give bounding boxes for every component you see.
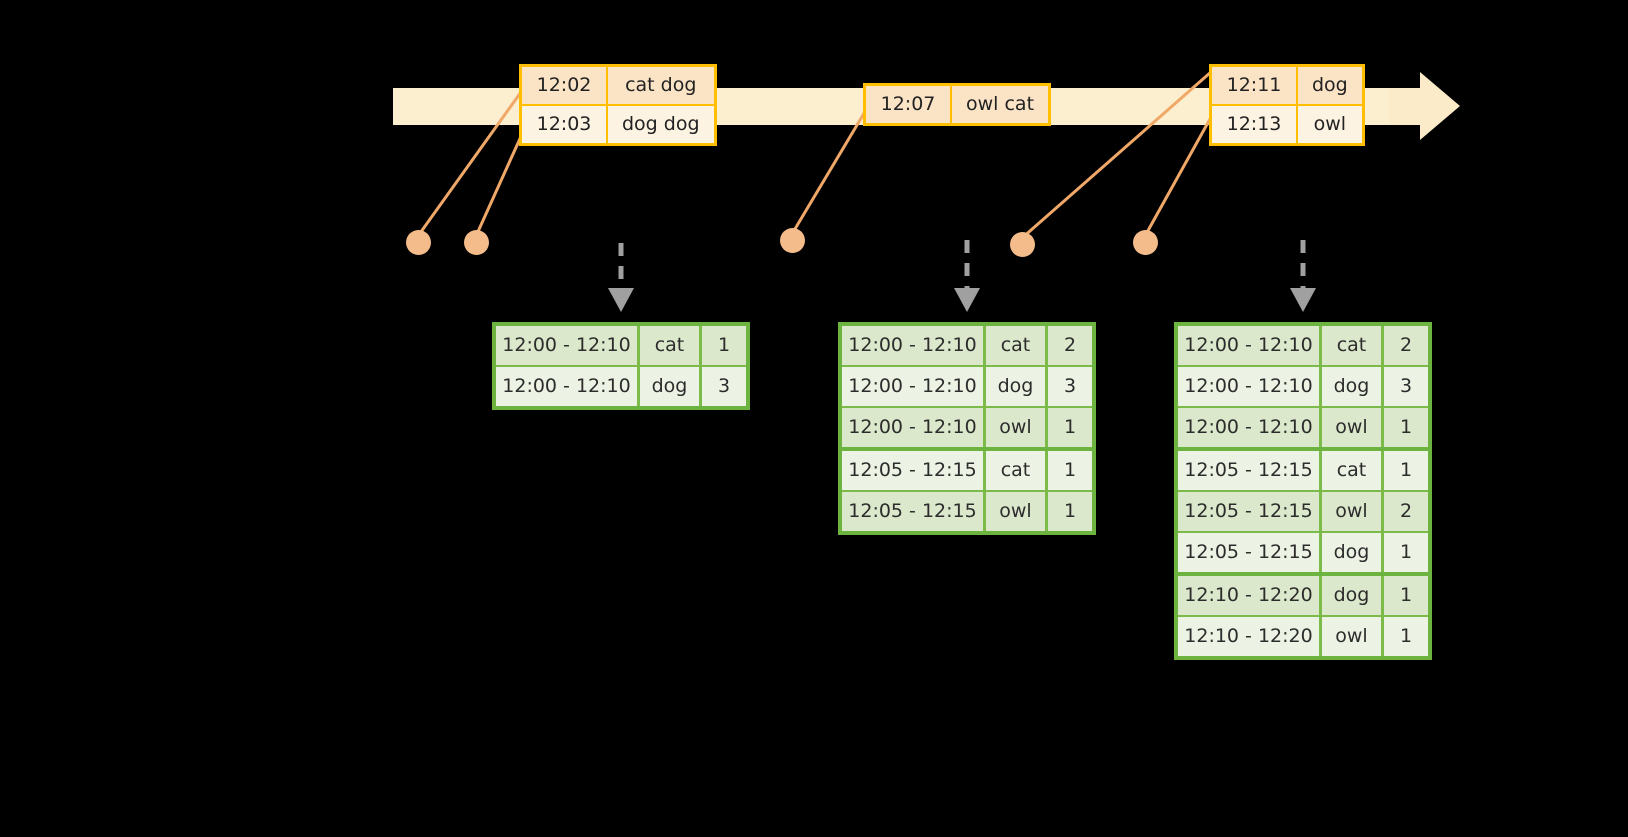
word-cell: owl: [1322, 617, 1384, 656]
connector-line: [790, 109, 868, 235]
window-range-cell: 12:00 - 12:10: [1178, 367, 1322, 406]
word-cell: cat: [640, 326, 702, 365]
window-range-cell: 12:05 - 12:15: [842, 451, 986, 490]
event-dot-icon: [780, 228, 805, 253]
word-cell: dog: [640, 367, 702, 406]
word-cell: cat: [1322, 451, 1384, 490]
count-cell: 2: [1399, 334, 1413, 356]
down-arrow-head-icon: [1290, 288, 1316, 312]
down-arrow-head-icon: [608, 288, 634, 312]
count-cell: 1: [1399, 416, 1413, 438]
word-cell: owl: [986, 492, 1048, 531]
right-arrow-icon: [1420, 72, 1460, 140]
timeline-event-row: 12:03 dog dog: [522, 106, 714, 143]
event-time: 12:11: [1212, 67, 1298, 104]
connector-line: [1143, 109, 1217, 237]
window-range-cell: 12:00 - 12:10: [496, 326, 640, 365]
word-cell: cat: [1322, 326, 1384, 365]
timeline-event-row: 12:11 dog: [1212, 67, 1362, 106]
window-range-cell: 12:00 - 12:10: [842, 408, 986, 447]
timeline-event-box: 12:07 owl cat: [863, 83, 1052, 126]
down-arrow-head-icon: [954, 288, 980, 312]
event-dot-icon: [464, 230, 489, 255]
count-cell: 3: [1399, 375, 1413, 397]
count-cell: 1: [1399, 541, 1413, 563]
timeline-event-row: 12:02 cat dog: [522, 67, 714, 106]
event-dot-icon: [1010, 232, 1035, 257]
count-cell: 1: [1063, 500, 1077, 522]
event-time: 12:03: [522, 106, 608, 143]
word-cell: dog: [1322, 367, 1384, 406]
event-words: dog: [1312, 74, 1348, 96]
window-range-cell: 12:05 - 12:15: [1178, 533, 1322, 572]
timeline-event-row: 12:07 owl cat: [866, 86, 1049, 123]
event-words: dog dog: [622, 113, 700, 135]
count-cell: 3: [717, 375, 731, 397]
count-cell: 1: [1399, 459, 1413, 481]
timeline-event-row: 12:13 owl: [1212, 106, 1362, 143]
event-time: 12:02: [522, 67, 608, 104]
word-cell: dog: [1322, 576, 1384, 615]
window-range-cell: 12:05 - 12:15: [1178, 451, 1322, 490]
event-dot-icon: [1133, 230, 1158, 255]
count-cell: 3: [1063, 375, 1077, 397]
event-dot-icon: [406, 230, 431, 255]
event-time: 12:07: [866, 86, 952, 123]
count-cell: 1: [1399, 625, 1413, 647]
word-cell: owl: [1322, 492, 1384, 531]
count-cell: 1: [717, 334, 731, 356]
window-range-cell: 12:10 - 12:20: [1178, 576, 1322, 615]
connector-line: [474, 131, 525, 237]
window-range-cell: 12:05 - 12:15: [1178, 492, 1322, 531]
count-cell: 1: [1399, 584, 1413, 606]
timeline-event-box: 12:11 dog 12:13 owl: [1209, 64, 1365, 146]
window-range-cell: 12:05 - 12:15: [842, 492, 986, 531]
count-cell: 1: [1063, 416, 1077, 438]
word-cell: owl: [1322, 408, 1384, 447]
timeline-event-box: 12:02 cat dog 12:03 dog dog: [519, 64, 717, 146]
window-range-cell: 12:00 - 12:10: [842, 367, 986, 406]
word-cell: cat: [986, 326, 1048, 365]
word-cell: dog: [986, 367, 1048, 406]
window-range-cell: 12:00 - 12:10: [1178, 326, 1322, 365]
word-cell: owl: [986, 408, 1048, 447]
window-range-cell: 12:00 - 12:10: [842, 326, 986, 365]
count-cell: 2: [1063, 334, 1077, 356]
count-cell: 2: [1399, 500, 1413, 522]
window-range-cell: 12:00 - 12:10: [496, 367, 640, 406]
window-range-cell: 12:10 - 12:20: [1178, 617, 1322, 656]
word-cell: dog: [1322, 533, 1384, 572]
count-cell: 1: [1063, 459, 1077, 481]
event-words: owl cat: [966, 93, 1035, 115]
event-words: owl: [1313, 113, 1347, 135]
event-words: cat dog: [625, 74, 697, 96]
word-cell: cat: [986, 451, 1048, 490]
window-range-cell: 12:00 - 12:10: [1178, 408, 1322, 447]
event-time: 12:13: [1212, 106, 1298, 143]
